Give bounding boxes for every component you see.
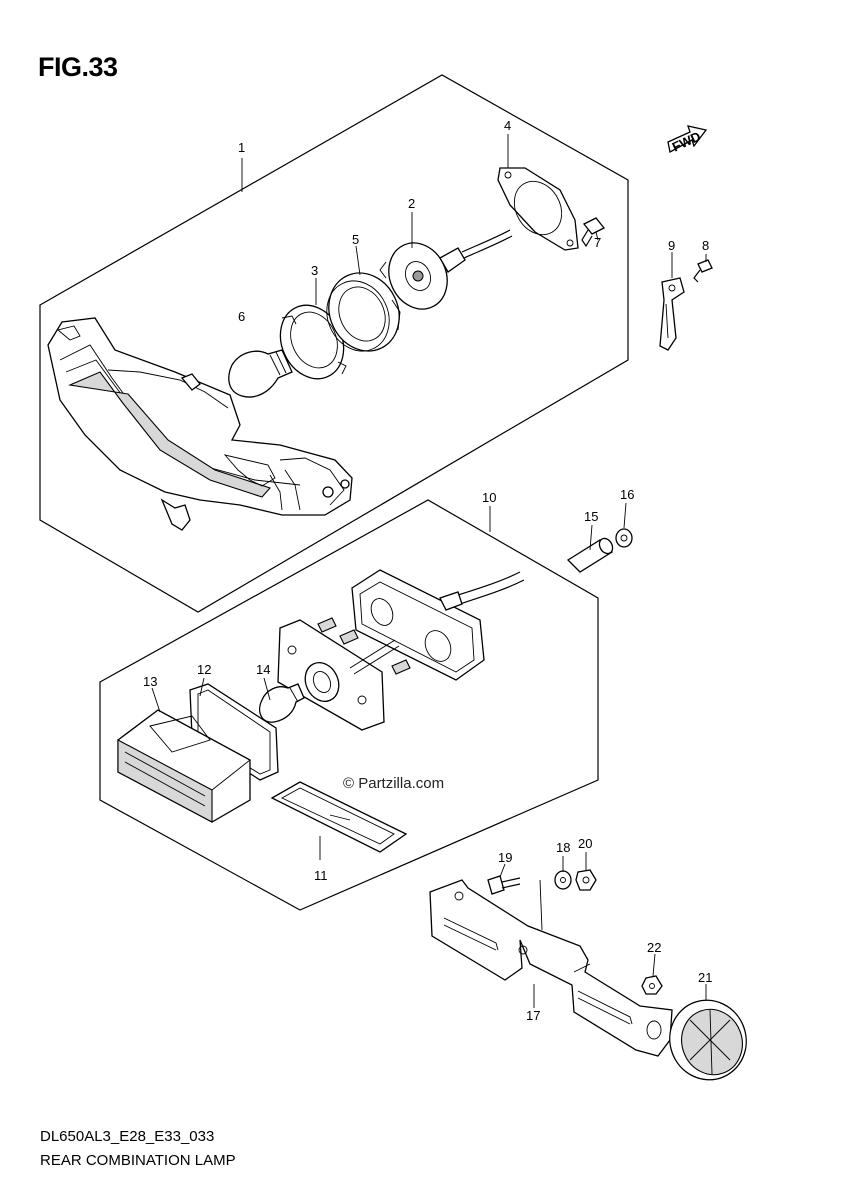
callout-14: 14 bbox=[256, 662, 270, 677]
callout-9: 9 bbox=[668, 238, 675, 253]
assembly-box-10 bbox=[99, 499, 599, 911]
bracket-17 bbox=[429, 879, 673, 1057]
callout-19: 19 bbox=[498, 850, 512, 865]
callout-10: 10 bbox=[482, 490, 496, 505]
callout-8: 8 bbox=[702, 238, 709, 253]
screw-8 bbox=[693, 259, 713, 283]
callout-17: 17 bbox=[526, 1008, 540, 1023]
callout-16: 16 bbox=[620, 487, 634, 502]
license-lamp-housing bbox=[351, 569, 525, 681]
lens-plate-11 bbox=[270, 781, 408, 853]
ring-3 bbox=[279, 304, 347, 380]
nut-16 bbox=[615, 528, 633, 548]
callout-numbers: 1 2 3 4 5 6 7 8 9 10 11 12 13 14 15 16 1… bbox=[143, 118, 712, 1023]
callout-15: 15 bbox=[584, 509, 598, 524]
callout-5: 5 bbox=[352, 232, 359, 247]
callout-18: 18 bbox=[556, 840, 570, 855]
license-lamp-socket-plate bbox=[277, 617, 411, 731]
screw-7 bbox=[581, 217, 606, 248]
leader-lines bbox=[151, 134, 707, 1008]
socket-ring-5 bbox=[326, 272, 401, 352]
callout-12: 12 bbox=[197, 662, 211, 677]
bolt-19 bbox=[487, 875, 521, 895]
figure-code: DL650AL3_E28_E33_033 bbox=[40, 1128, 215, 1145]
callout-3: 3 bbox=[311, 263, 318, 278]
assembly-box-1 bbox=[39, 74, 629, 613]
callout-4: 4 bbox=[504, 118, 511, 133]
gasket-4 bbox=[497, 167, 579, 251]
callout-1: 1 bbox=[238, 140, 245, 155]
socket-2 bbox=[379, 229, 513, 310]
lamp-housing bbox=[47, 317, 353, 531]
callout-22: 22 bbox=[647, 940, 661, 955]
figure-title: FIG.33 bbox=[38, 52, 118, 82]
bulb-14 bbox=[259, 683, 305, 723]
washer-18 bbox=[554, 870, 572, 890]
lens-13 bbox=[117, 709, 251, 823]
callout-20: 20 bbox=[578, 836, 592, 851]
callout-13: 13 bbox=[143, 674, 157, 689]
forward-direction-arrow-icon: FWD bbox=[667, 125, 708, 155]
nut-22 bbox=[641, 975, 663, 995]
collar-15 bbox=[566, 537, 614, 573]
callout-11: 11 bbox=[314, 868, 328, 883]
bracket-9 bbox=[659, 277, 685, 351]
reflector-21 bbox=[669, 999, 747, 1081]
bulb-6 bbox=[228, 349, 293, 398]
callout-6: 6 bbox=[238, 309, 245, 324]
figure-name: REAR COMBINATION LAMP bbox=[40, 1152, 236, 1169]
nut-20 bbox=[575, 869, 597, 891]
watermark: © Partzilla.com bbox=[343, 775, 445, 792]
callout-21: 21 bbox=[698, 970, 712, 985]
fwd-label: FWD bbox=[670, 129, 703, 155]
callout-2: 2 bbox=[408, 196, 415, 211]
callout-7: 7 bbox=[594, 235, 601, 250]
